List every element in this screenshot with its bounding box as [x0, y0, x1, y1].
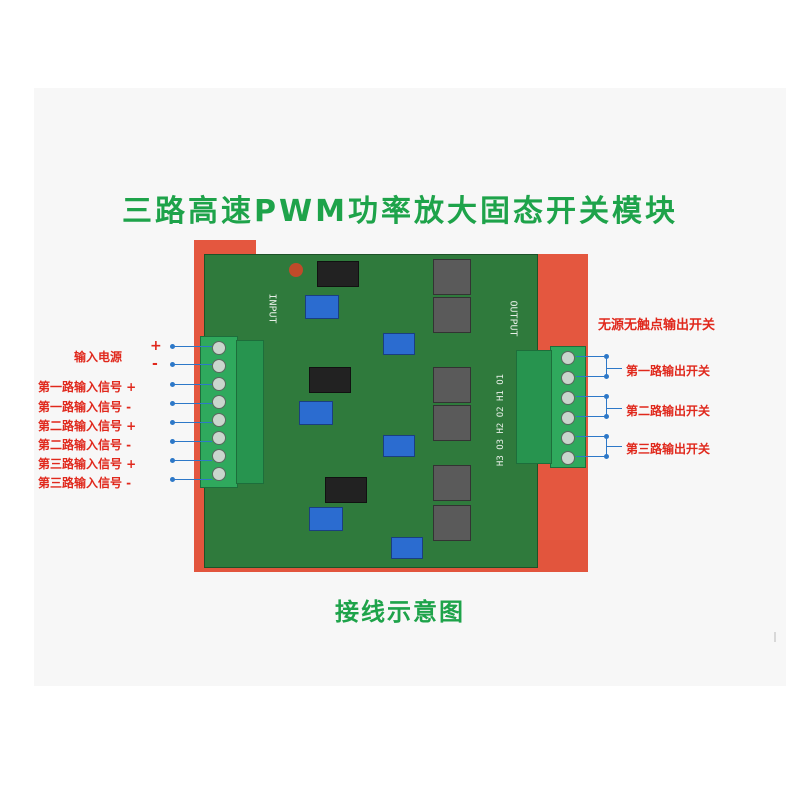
bracket-out2: [606, 396, 607, 416]
dip-switch-6: [391, 537, 423, 559]
sign-plus: +: [150, 338, 162, 354]
output-terminal-plug: [516, 350, 552, 464]
wire-out2a: [576, 396, 606, 397]
output-pin-silkscreen: H3 O3 H2 O2 H1 O1: [496, 373, 507, 467]
dip-switch-5: [309, 507, 343, 531]
dip-switch-3: [299, 401, 333, 425]
wire-out2b: [576, 416, 606, 417]
output-silkscreen: OUTPUT: [507, 300, 519, 337]
terminal-screw: [212, 431, 226, 445]
wire-dot: [604, 454, 609, 459]
wire-out3-lead: [606, 446, 622, 447]
wire-out1b: [576, 376, 606, 377]
terminal-screw: [561, 431, 575, 445]
ic-chip-1: [317, 261, 359, 287]
wire-dot: [604, 414, 609, 419]
mosfet-1b: [433, 297, 471, 333]
dip-switch-1: [305, 295, 339, 319]
label-ch1-out: 第一路输出开关: [626, 364, 711, 378]
edge-mark: [774, 632, 776, 642]
mosfet-3a: [433, 465, 471, 501]
terminal-screw: [212, 377, 226, 391]
terminal-screw: [212, 341, 226, 355]
wire-ch2-plus: [172, 422, 212, 423]
label-passive-output: 无源无触点输出开关: [598, 318, 716, 333]
terminal-screw: [212, 359, 226, 373]
wire-dot: [604, 374, 609, 379]
wire-out2-lead: [606, 408, 622, 409]
input-terminal-block: [200, 336, 238, 488]
ic-chip-3: [325, 477, 367, 503]
label-ch3-in-plus: 第三路输入信号 +: [38, 457, 137, 471]
output-terminal-block: [550, 346, 586, 468]
terminal-screw: [561, 371, 575, 385]
label-ch2-out: 第二路输出开关: [626, 404, 711, 418]
terminal-screw: [212, 395, 226, 409]
wire-ch3-minus: [172, 479, 212, 480]
wire-ch2-minus: [172, 441, 212, 442]
label-ch1-in-plus: 第一路输入信号 +: [38, 380, 137, 394]
sign-minus: -: [152, 356, 158, 372]
terminal-screw: [212, 449, 226, 463]
wire-ch1-minus: [172, 403, 212, 404]
mosfet-3b: [433, 505, 471, 541]
diagram-subtitle: 接线示意图: [335, 598, 465, 626]
input-terminal-plug: [236, 340, 264, 484]
wire-ch1-plus: [172, 384, 212, 385]
terminal-screw: [561, 451, 575, 465]
dip-switch-4: [383, 435, 415, 457]
wire-power-plus: [172, 346, 212, 347]
mosfet-1a: [433, 259, 471, 295]
label-ch3-in-minus: 第三路输入信号 -: [38, 476, 132, 490]
ic-chip-2: [309, 367, 351, 393]
wire-out3a: [576, 436, 606, 437]
label-input-power: 输入电源: [74, 350, 123, 364]
wire-out1a: [576, 356, 606, 357]
wire-dot: [604, 394, 609, 399]
terminal-screw: [561, 411, 575, 425]
wire-ch3-plus: [172, 460, 212, 461]
wire-power-minus: [172, 364, 212, 365]
wire-dot: [604, 354, 609, 359]
wire-out1-lead: [606, 368, 622, 369]
wire-out3b: [576, 456, 606, 457]
mosfet-2a: [433, 367, 471, 403]
input-silkscreen: INPUT: [266, 293, 278, 324]
dip-switch-2: [383, 333, 415, 355]
label-ch2-in-minus: 第二路输入信号 -: [38, 438, 132, 452]
wire-dot: [604, 434, 609, 439]
terminal-screw: [561, 351, 575, 365]
label-ch3-out: 第三路输出开关: [626, 442, 711, 456]
mosfet-2b: [433, 405, 471, 441]
label-ch1-in-minus: 第一路输入信号 -: [38, 400, 132, 414]
capacitor: [289, 263, 303, 277]
terminal-screw: [561, 391, 575, 405]
label-ch2-in-plus: 第二路输入信号 +: [38, 419, 137, 433]
terminal-screw: [212, 467, 226, 481]
bracket-out1: [606, 356, 607, 376]
diagram-title: 三路高速PWM功率放大固态开关模块: [122, 194, 678, 229]
terminal-screw: [212, 413, 226, 427]
